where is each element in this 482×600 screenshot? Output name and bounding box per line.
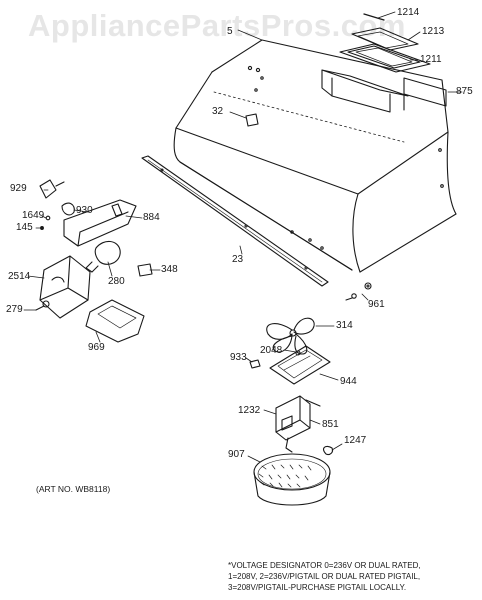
label-23: 23 bbox=[232, 254, 244, 265]
motor-bracket bbox=[249, 345, 331, 385]
part-32 bbox=[245, 113, 259, 127]
voltage-note-line: *VOLTAGE DESIGNATOR 0=236V OR DUAL RATED… bbox=[228, 561, 421, 570]
label-969: 969 bbox=[88, 342, 105, 353]
fan-blade bbox=[266, 317, 315, 355]
label-314: 314 bbox=[336, 320, 353, 331]
label-1649: 1649 bbox=[22, 210, 45, 221]
label-1213: 1213 bbox=[422, 26, 445, 37]
label-2514: 2514 bbox=[8, 271, 31, 282]
label-930: 930 bbox=[76, 205, 93, 216]
label-1211: 1211 bbox=[420, 54, 442, 65]
label-1247: 1247 bbox=[344, 435, 367, 446]
leader-lines bbox=[23, 11, 463, 463]
label-1214: 1214 bbox=[397, 7, 420, 18]
watermark-text: AppliancePartsPros.com bbox=[28, 8, 406, 43]
label-145: 145 bbox=[16, 222, 33, 233]
label-944: 944 bbox=[340, 376, 357, 387]
voltage-note-line: 3=208V/PIGTAIL-PURCHASE PIGTAIL LOCALLY. bbox=[228, 583, 407, 592]
label-929: 929 bbox=[10, 183, 27, 194]
grille-strip bbox=[141, 155, 329, 287]
label-280: 280 bbox=[108, 276, 125, 287]
voltage-note: *VOLTAGE DESIGNATOR 0=236V OR DUAL RATED… bbox=[228, 560, 478, 593]
label-348: 348 bbox=[161, 264, 178, 275]
fan-motor bbox=[275, 395, 321, 453]
label-907: 907 bbox=[228, 449, 245, 460]
art-number: (ART NO. WB8118) bbox=[36, 484, 111, 494]
label-5: 5 bbox=[227, 26, 233, 37]
light-lens bbox=[85, 299, 145, 343]
damper-assembly bbox=[339, 13, 447, 111]
label-32: 32 bbox=[212, 106, 224, 117]
label-875: 875 bbox=[456, 86, 473, 97]
light-bulb bbox=[85, 240, 153, 277]
label-961: 961 bbox=[368, 299, 385, 310]
label-851: 851 bbox=[322, 419, 339, 430]
screws-961 bbox=[345, 282, 372, 301]
hood-body bbox=[173, 39, 457, 273]
label-933: 933 bbox=[230, 352, 247, 363]
label-1232: 1232 bbox=[238, 405, 261, 416]
label-279: 279 bbox=[6, 304, 23, 315]
label-2048: 2048 bbox=[260, 345, 283, 356]
voltage-note-line: 1=208V, 2=236V/PIGTAIL OR DUAL RATED PIG… bbox=[228, 572, 421, 581]
grease-filter bbox=[253, 445, 334, 506]
label-884: 884 bbox=[143, 212, 160, 223]
light-housing bbox=[35, 255, 91, 319]
